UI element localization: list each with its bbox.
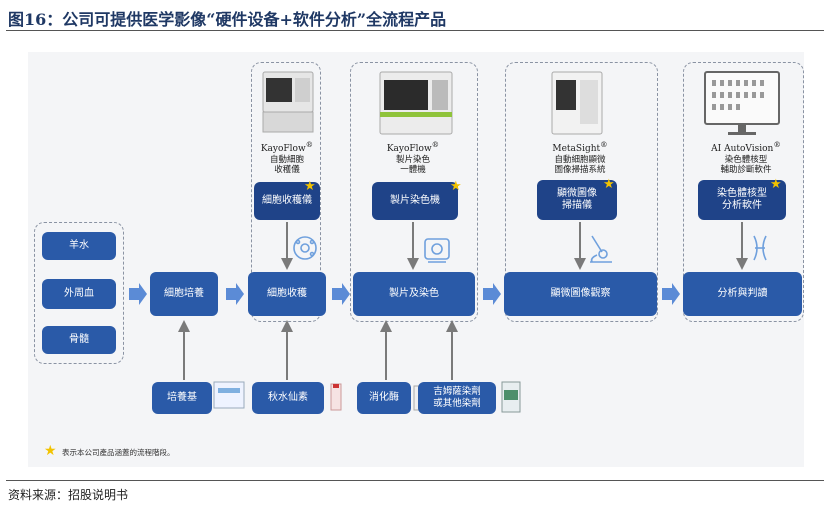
- footer-rule: [6, 480, 824, 481]
- product-scanner-box: 顯微圖像掃描儀: [537, 180, 617, 220]
- software-monitor-icon: [704, 71, 780, 135]
- product-stainer-caption: KayoFlow® 製片染色 一體機: [386, 140, 440, 175]
- samples-group: [34, 222, 124, 364]
- stain-bottle-icon: [501, 381, 521, 413]
- figure-title: 图16：公司可提供医学影像“硬件设备+软件分析”全流程产品: [8, 10, 447, 29]
- chromosome-icon: [753, 235, 767, 261]
- slide-icon: [424, 238, 450, 263]
- stainer-machine-icon: [379, 71, 453, 135]
- slide-group: [350, 62, 478, 322]
- scan-group: [505, 62, 658, 322]
- input-giemsa-stain: 吉姆薩染劑或其他染劑: [418, 382, 496, 414]
- product-harvester-box: 細胞收穫儀: [254, 182, 320, 220]
- flow-cell-culture: 細胞培養: [150, 272, 218, 316]
- analysis-group: [683, 62, 804, 322]
- scanner-machine-icon: [551, 71, 603, 135]
- star-icon: ★: [770, 177, 782, 192]
- flow-analysis: 分析與判讀: [683, 272, 802, 316]
- flow-slide-staining: 製片及染色: [353, 272, 475, 316]
- sample-amniotic-fluid: 羊水: [42, 232, 116, 260]
- flow-cell-harvest: 細胞收穫: [248, 272, 326, 316]
- product-brand: KayoFlow: [260, 144, 306, 154]
- star-icon: ★: [304, 179, 316, 194]
- flow-microscopy: 顯微圖像觀察: [504, 272, 657, 316]
- harvester-machine-icon: [262, 71, 314, 133]
- sample-bone-marrow: 骨髓: [42, 326, 116, 354]
- star-icon: ★: [603, 177, 615, 192]
- input-digestive-enzyme: 消化酶: [357, 382, 411, 414]
- microscope-icon: [590, 235, 612, 263]
- product-software-caption: AI AutoVision® 染色體核型 輔助診斷軟件: [711, 140, 781, 175]
- sample-peripheral-blood: 外周血: [42, 279, 116, 309]
- cell-icon: [293, 236, 317, 260]
- medium-bottle-icon: [213, 381, 245, 409]
- legend-star-icon: ★: [44, 443, 57, 459]
- product-harvester-caption: KayoFlow® 自動細胞 收穫儀: [260, 140, 314, 175]
- input-culture-medium: 培養基: [152, 382, 212, 414]
- product-scanner-caption: MetaSight® 自動細胞顯微 圖像掃描系統: [552, 140, 608, 175]
- star-icon: ★: [450, 179, 462, 194]
- product-software-box: 染色體核型分析軟件: [698, 180, 786, 220]
- title-rule: [6, 30, 824, 31]
- colchicine-bottle-icon: [330, 383, 342, 411]
- legend-note: 表示本公司產品涵蓋的流程階段。: [62, 448, 175, 457]
- input-colchicine: 秋水仙素: [252, 382, 324, 414]
- product-stainer-box: 製片染色機: [372, 182, 458, 220]
- source-note: 资料来源：招股说明书: [8, 488, 129, 502]
